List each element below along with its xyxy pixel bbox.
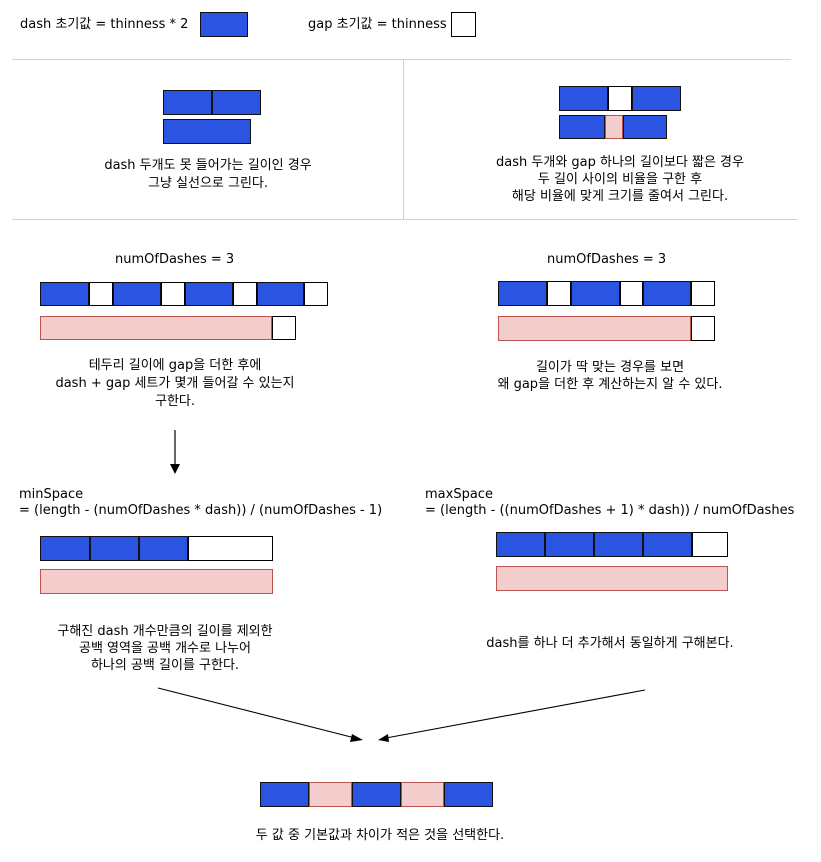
max-dash-4 [643,532,692,557]
min-dash-3 [139,536,188,561]
min-space-text-2: 공백 영역을 공백 개수로 나누어 [78,641,251,656]
count-right-dash-2 [571,281,620,306]
short-dash-1 [163,90,212,115]
min-space-text-1: 구해진 dash 개수만큼의 길이를 제외한 [57,624,273,639]
ratio-dash-1 [559,86,608,111]
short-dash-2 [212,90,261,115]
count-left-text-1: 테두리 길이에 gap을 더한 후에 [88,358,262,373]
result-dash-2 [352,782,401,807]
divider-top [12,59,791,60]
max-dash-3 [594,532,643,557]
min-space-formula: = (length - (numOfDashes * dash)) / (num… [19,503,383,518]
count-right-dash-1 [498,281,547,306]
count-left-gap-1 [89,282,113,306]
converge-arrows [157,687,646,742]
max-total-length [496,566,728,591]
max-space-formula: = (length - ((numOfDashes + 1) * dash)) … [425,503,795,518]
count-right-gap-3 [691,281,715,306]
legend-gap-swatch [451,12,476,37]
short-solid-line [163,119,251,144]
ratio-gap [608,86,632,111]
result-dash-1 [260,782,309,807]
count-left-title: numOfDashes = 3 [115,252,235,267]
min-dash-1 [40,536,90,561]
case-short-text-1: dash 두개도 못 들어가는 길이인 경우 [104,158,312,173]
ratio-scaled-gap [605,115,623,139]
count-right-title: numOfDashes = 3 [547,252,667,267]
case-ratio-text-1: dash 두개와 gap 하나의 길이보다 짧은 경우 [496,155,744,170]
min-space-text-3: 하나의 공백 길이를 구한다. [90,658,240,673]
result-text: 두 값 중 기본값과 차이가 적은 것을 선택한다. [255,828,505,843]
count-left-extra-gap [272,316,296,340]
count-right-text-1: 길이가 딱 맞는 경우를 보면 [535,360,685,375]
count-left-dash-4 [257,282,304,306]
max-space-label: maxSpace [425,487,493,502]
case-ratio-text-3: 해당 비율에 맞게 크기를 줄여서 그린다. [511,189,729,204]
count-left-gap-2 [161,282,185,306]
min-dash-2 [90,536,139,561]
max-dash-1 [496,532,545,557]
count-right-gap-1 [547,281,571,306]
ratio-dash-2 [632,86,681,111]
ratio-scaled-dash-2 [623,115,667,139]
count-left-dash-1 [40,282,89,306]
max-remaining-space [692,532,728,557]
count-left-dash-2 [113,282,161,306]
result-space-2 [401,782,444,807]
count-right-border-length [498,316,691,341]
legend-dash-label: dash 초기값 = thinness * 2 [20,17,189,32]
count-right-extra-gap [691,316,715,341]
arrow-down-icon [170,430,180,474]
count-right-dash-3 [643,281,691,306]
count-left-gap-3 [233,282,257,306]
count-right-gap-2 [620,281,643,306]
count-right-text-2: 왜 gap을 더한 후 계산하는지 알 수 있다. [497,377,723,392]
min-total-length [40,569,273,594]
max-dash-2 [545,532,594,557]
count-left-dash-3 [185,282,233,306]
count-left-text-3: 구한다. [154,394,195,409]
arrow-left-icon [378,734,389,742]
min-remaining-space [188,536,273,561]
legend-dash-swatch [200,12,248,37]
count-left-text-2: dash + gap 세트가 몇개 들어갈 수 있는지 [55,376,295,391]
divider-middle [12,219,797,220]
count-left-gap-4 [304,282,328,306]
min-space-label: minSpace [19,487,84,502]
max-space-text-1: dash를 하나 더 추가해서 동일하게 구해본다. [486,636,734,651]
arrow-right-icon [350,734,363,742]
divider-vertical [403,59,404,219]
result-space-1 [309,782,352,807]
legend-gap-label: gap 초기값 = thinness [308,17,447,32]
ratio-scaled-dash-1 [559,115,605,139]
case-ratio-text-2: 두 길이 사이의 비율을 구한 후 [537,172,703,187]
result-dash-3 [444,782,493,807]
count-left-border-length [40,316,272,340]
case-short-text-2: 그냥 실선으로 그린다. [147,176,269,191]
